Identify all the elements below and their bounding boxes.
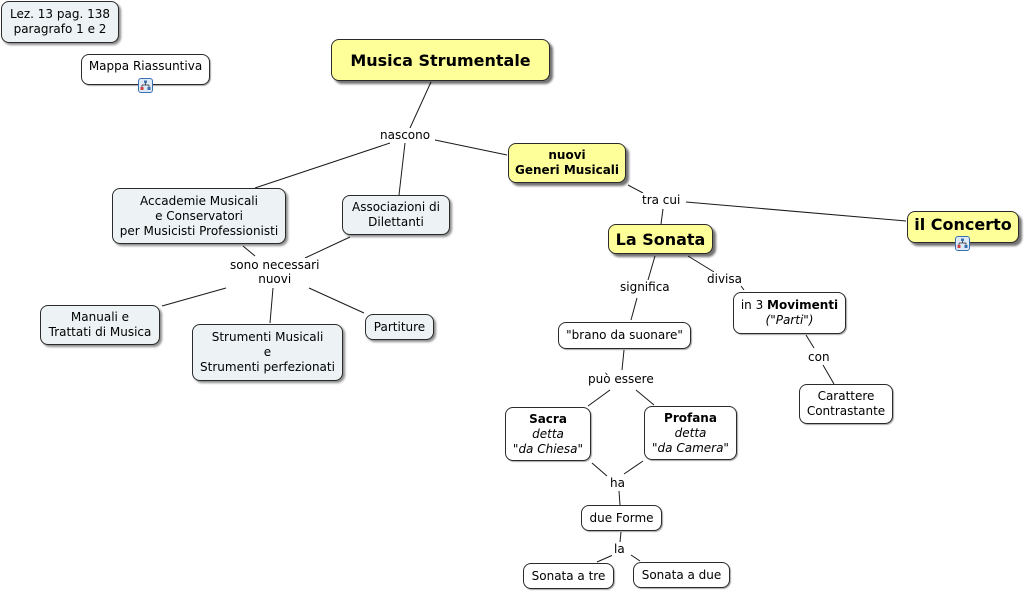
concerto-label: il Concerto	[914, 215, 1012, 234]
link-label-nascono: nascono	[378, 128, 433, 142]
link-label-divisa: divisa	[705, 272, 744, 286]
instruments-node[interactable]: Strumenti Musicali e Strumenti perfezion…	[192, 324, 343, 381]
lesson-line-2: paragrafo 1 e 2	[13, 22, 107, 36]
two-forms-label: due Forme	[589, 510, 654, 525]
link-label-sono-necessari: sono necessari nuovi	[228, 258, 322, 286]
duo-sonata-node[interactable]: Sonata a due	[633, 562, 730, 588]
movements-node[interactable]: in 3 Movimenti ("Parti")	[733, 292, 846, 334]
link-tracui-sonata	[660, 208, 664, 225]
movements-line-1: in 3 Movimenti	[741, 298, 838, 313]
trio-sonata-label: Sonata a tre	[531, 568, 606, 583]
link-label-con: con	[806, 350, 832, 364]
instruments-line-3: Strumenti perfezionati	[200, 360, 335, 374]
duo-sonata-label: Sonata a due	[641, 567, 722, 582]
movements-prefix: in 3	[740, 298, 768, 312]
sacred-line-2: detta	[532, 426, 564, 441]
summary-map-label: Mappa Riassuntiva	[88, 59, 203, 73]
link-label-ha: ha	[608, 476, 627, 490]
sacred-title: Sacra	[529, 411, 567, 426]
link-generi-tracui	[627, 184, 644, 194]
movements-line-2: ("Parti")	[765, 313, 814, 327]
secular-line-2: detta	[674, 425, 707, 440]
link-sonata-divisa	[687, 255, 715, 273]
secular-title: Profana	[664, 410, 717, 425]
manuals-line-2: Trattati di Musica	[48, 325, 152, 339]
link-label-puo-essere: può essere	[586, 372, 656, 386]
link-significa-brano	[630, 297, 638, 321]
link-label-significa: significa	[618, 280, 672, 294]
instruments-line-1: Strumenti Musicali	[211, 330, 324, 344]
academies-node[interactable]: Accademie Musicali e Conservatori per Mu…	[112, 188, 286, 244]
link-sonata-significa	[647, 255, 656, 281]
link-brano-puo	[621, 349, 625, 371]
link-puo-sacra	[587, 389, 611, 407]
secular-node[interactable]: Profana detta "da Camera"	[644, 406, 737, 460]
link-profana-ha	[623, 460, 644, 475]
link-con-carattere	[822, 364, 835, 385]
movements-bold: Movimenti	[767, 298, 839, 312]
link-puo-profana	[635, 389, 655, 406]
academies-line-2: e Conservatori	[155, 208, 243, 223]
submap-icon[interactable]	[955, 236, 970, 251]
two-forms-node[interactable]: due Forme	[581, 505, 662, 531]
link-associazioni-sono	[304, 236, 351, 259]
link-nascono-accademie	[254, 142, 391, 189]
link-forme-la	[619, 531, 622, 543]
lesson-reference-node[interactable]: Lez. 13 pag. 138 paragrafo 1 e 2	[1, 1, 119, 43]
link-accademie-sono	[242, 245, 256, 257]
sonata-label: La Sonata	[615, 229, 706, 249]
link-sacra-ha	[591, 462, 608, 477]
submap-icon[interactable]	[138, 78, 153, 93]
trio-sonata-node[interactable]: Sonata a tre	[523, 563, 614, 589]
link-nascono-associazioni	[398, 142, 406, 196]
lesson-line-1: Lez. 13 pag. 138	[10, 7, 110, 21]
academies-line-1: Accademie Musicali	[140, 193, 258, 208]
link-tracui-concerto	[685, 201, 907, 222]
scores-label: Partiture	[373, 319, 426, 334]
root-concept-node[interactable]: Musica Strumentale	[331, 39, 550, 81]
link-divisa-movimenti	[740, 285, 745, 291]
associations-line-1: Associazioni di	[351, 200, 441, 214]
piece-to-play-label: "brano da suonare"	[566, 328, 683, 342]
link-label-la: la	[612, 542, 627, 556]
sono-necessari-line-1: sono necessari	[230, 258, 320, 272]
link-root-nascono	[409, 81, 432, 129]
sacred-line-3: "da Chiesa"	[512, 441, 584, 456]
instruments-line-2: e	[263, 345, 272, 359]
link-ha-forme	[618, 490, 621, 506]
contrasting-line-2: Contrastante	[806, 404, 886, 418]
associations-line-2: Dilettanti	[368, 215, 424, 229]
link-la-due	[630, 554, 641, 562]
link-sono-strumenti	[269, 287, 274, 324]
academies-line-3: per Musicisti Professionisti	[119, 223, 279, 238]
scores-node[interactable]: Partiture	[365, 314, 434, 340]
secular-line-3: "da Camera"	[652, 440, 729, 455]
contrasting-character-node[interactable]: Carattere Contrastante	[799, 384, 893, 424]
link-la-tre	[596, 554, 614, 563]
new-genres-line-2: Generi Musicali	[514, 163, 620, 177]
manuals-line-1: Manuali e	[70, 310, 130, 324]
contrasting-line-1: Carattere	[817, 389, 875, 403]
piece-to-play-node[interactable]: "brano da suonare"	[558, 322, 691, 349]
amateur-associations-node[interactable]: Associazioni di Dilettanti	[342, 195, 450, 235]
sonata-node[interactable]: La Sonata	[608, 224, 713, 254]
new-genres-line-1: nuovi	[548, 148, 586, 162]
sono-necessari-line-2: nuovi	[258, 272, 292, 286]
link-movimenti-con	[805, 334, 815, 349]
root-concept-label: Musica Strumentale	[350, 50, 531, 70]
new-genres-node[interactable]: nuovi Generi Musicali	[508, 143, 626, 183]
manuals-node[interactable]: Manuali e Trattati di Musica	[40, 305, 160, 345]
link-nascono-generi	[434, 139, 508, 156]
link-label-tra-cui: tra cui	[640, 193, 683, 207]
link-sono-manuali	[161, 287, 227, 307]
sacred-node[interactable]: Sacra detta "da Chiesa"	[505, 407, 591, 461]
link-sono-partiture	[308, 287, 365, 314]
